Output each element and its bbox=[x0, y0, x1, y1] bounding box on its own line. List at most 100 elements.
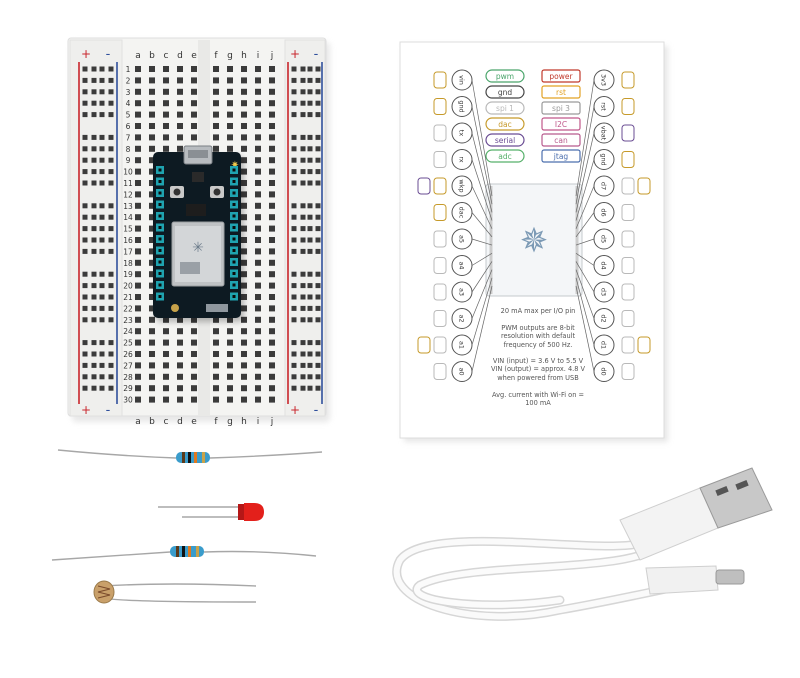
note-line: Avg. current with Wi-Fi on = bbox=[491, 391, 585, 399]
row-number-label: 27 bbox=[123, 361, 133, 370]
row-number-label: 28 bbox=[123, 373, 133, 382]
row-number-label: 25 bbox=[123, 339, 133, 348]
pin-label: gnd bbox=[458, 100, 466, 112]
resistor-top bbox=[57, 449, 323, 463]
pin-label: d7 bbox=[600, 182, 608, 190]
card-note-pwm: PWM outputs are 8-bit resolution with de… bbox=[478, 324, 598, 349]
legend-item: power bbox=[549, 72, 573, 81]
pin-label: vin bbox=[458, 75, 466, 85]
pin-label: a4 bbox=[458, 261, 466, 269]
pin-label: a1 bbox=[458, 341, 466, 349]
pin-label: 3v3 bbox=[600, 74, 608, 86]
pin-label: rx bbox=[458, 156, 466, 162]
pin-label: d6 bbox=[600, 208, 608, 216]
column-label: c bbox=[164, 417, 169, 427]
column-label: a bbox=[135, 51, 141, 61]
column-label: d bbox=[177, 417, 183, 427]
legend-item: rst bbox=[556, 88, 566, 97]
column-label: h bbox=[241, 417, 247, 427]
note-line: VIN (input) = 3.6 V to 5.5 V bbox=[492, 357, 584, 365]
rail-minus-label-tr: - bbox=[314, 47, 319, 62]
photoresistor bbox=[93, 580, 257, 604]
row-number-label: 6 bbox=[126, 122, 131, 131]
red-led bbox=[158, 503, 264, 521]
legend-item: I2C bbox=[555, 120, 567, 129]
row-number-label: 26 bbox=[123, 350, 133, 359]
row-number-label: 1 bbox=[126, 65, 131, 74]
legend-item: spi 1 bbox=[496, 104, 514, 113]
rail-minus-label-br: - bbox=[314, 403, 319, 418]
row-number-label: 2 bbox=[126, 76, 131, 85]
legend-item: spi 3 bbox=[552, 104, 570, 113]
legend-item: gnd bbox=[498, 88, 513, 97]
card-note-vin: VIN (input) = 3.6 V to 5.5 V VIN (output… bbox=[478, 357, 598, 382]
column-label: c bbox=[164, 51, 169, 61]
row-number-label: 12 bbox=[123, 190, 133, 199]
card-note-current: 20 mA max per I/O pin bbox=[478, 307, 598, 315]
row-number-label: 11 bbox=[123, 179, 133, 188]
pin-label: d2 bbox=[600, 314, 608, 322]
row-number-label: 8 bbox=[126, 145, 131, 154]
column-label: f bbox=[214, 417, 218, 427]
microcontroller-board: ✷ ✳ bbox=[153, 145, 244, 322]
rail-plus-label-tr: + bbox=[290, 47, 300, 61]
rail-plus-label-br: + bbox=[290, 403, 300, 417]
pin-label: d4 bbox=[600, 261, 608, 269]
note-line: PWM outputs are 8-bit bbox=[501, 324, 575, 332]
usb-cable bbox=[392, 467, 773, 621]
rail-minus-label-tl: - bbox=[106, 47, 111, 62]
row-number-label: 16 bbox=[123, 236, 133, 245]
resistor-bottom bbox=[51, 546, 317, 561]
pin-label: a3 bbox=[458, 288, 466, 296]
column-label: g bbox=[227, 51, 233, 61]
pin-label: a2 bbox=[458, 314, 466, 322]
rail-plus-label-bl: + bbox=[81, 403, 91, 417]
column-label: i bbox=[257, 51, 260, 61]
pin-label: dac bbox=[458, 207, 466, 219]
row-number-label: 5 bbox=[126, 111, 131, 120]
column-label: b bbox=[149, 417, 155, 427]
rail-plus-label-tl: + bbox=[81, 47, 91, 61]
row-number-label: 7 bbox=[126, 133, 131, 142]
legend-item: adc bbox=[498, 152, 511, 161]
row-number-label: 14 bbox=[123, 213, 133, 222]
row-number-label: 13 bbox=[123, 202, 133, 211]
note-line: 100 mA bbox=[525, 399, 551, 408]
micro-usb-plug bbox=[645, 565, 745, 595]
window-star-icon: ✵ bbox=[520, 221, 549, 261]
row-number-label: 15 bbox=[123, 225, 133, 234]
row-number-label: 18 bbox=[123, 259, 133, 268]
pin-label: rst bbox=[600, 102, 608, 111]
module-star-icon: ✳ bbox=[192, 240, 204, 256]
pin-label: d1 bbox=[600, 341, 608, 349]
pin-label: d0 bbox=[600, 367, 608, 375]
row-number-label: 22 bbox=[123, 304, 133, 313]
column-label: e bbox=[191, 417, 197, 427]
note-line: when powered from USB bbox=[497, 373, 579, 382]
pin-label: d5 bbox=[600, 235, 608, 243]
pin-label: a5 bbox=[458, 235, 466, 243]
pin-label: gnd bbox=[600, 153, 608, 165]
pin-label: vbat bbox=[600, 126, 608, 141]
legend-item: jtag bbox=[553, 152, 569, 161]
row-number-label: 3 bbox=[126, 88, 131, 97]
note-line: frequency of 500 Hz. bbox=[503, 340, 573, 349]
column-label: h bbox=[241, 51, 247, 61]
column-label: d bbox=[177, 51, 183, 61]
legend-item: serial bbox=[495, 136, 515, 145]
pin-label: wkp bbox=[458, 179, 466, 192]
row-number-label: 4 bbox=[126, 99, 131, 108]
column-label: a bbox=[135, 417, 141, 427]
card-note-wifi: Avg. current with Wi-Fi on = 100 mA bbox=[478, 391, 598, 408]
row-number-label: 30 bbox=[123, 396, 133, 405]
row-number-label: 20 bbox=[123, 282, 133, 291]
usb-a-plug bbox=[619, 467, 773, 561]
row-number-label: 9 bbox=[126, 156, 131, 165]
legend-item: dac bbox=[498, 120, 511, 129]
column-label: j bbox=[270, 417, 274, 427]
row-number-label: 23 bbox=[123, 316, 133, 325]
row-number-label: 10 bbox=[123, 168, 133, 177]
